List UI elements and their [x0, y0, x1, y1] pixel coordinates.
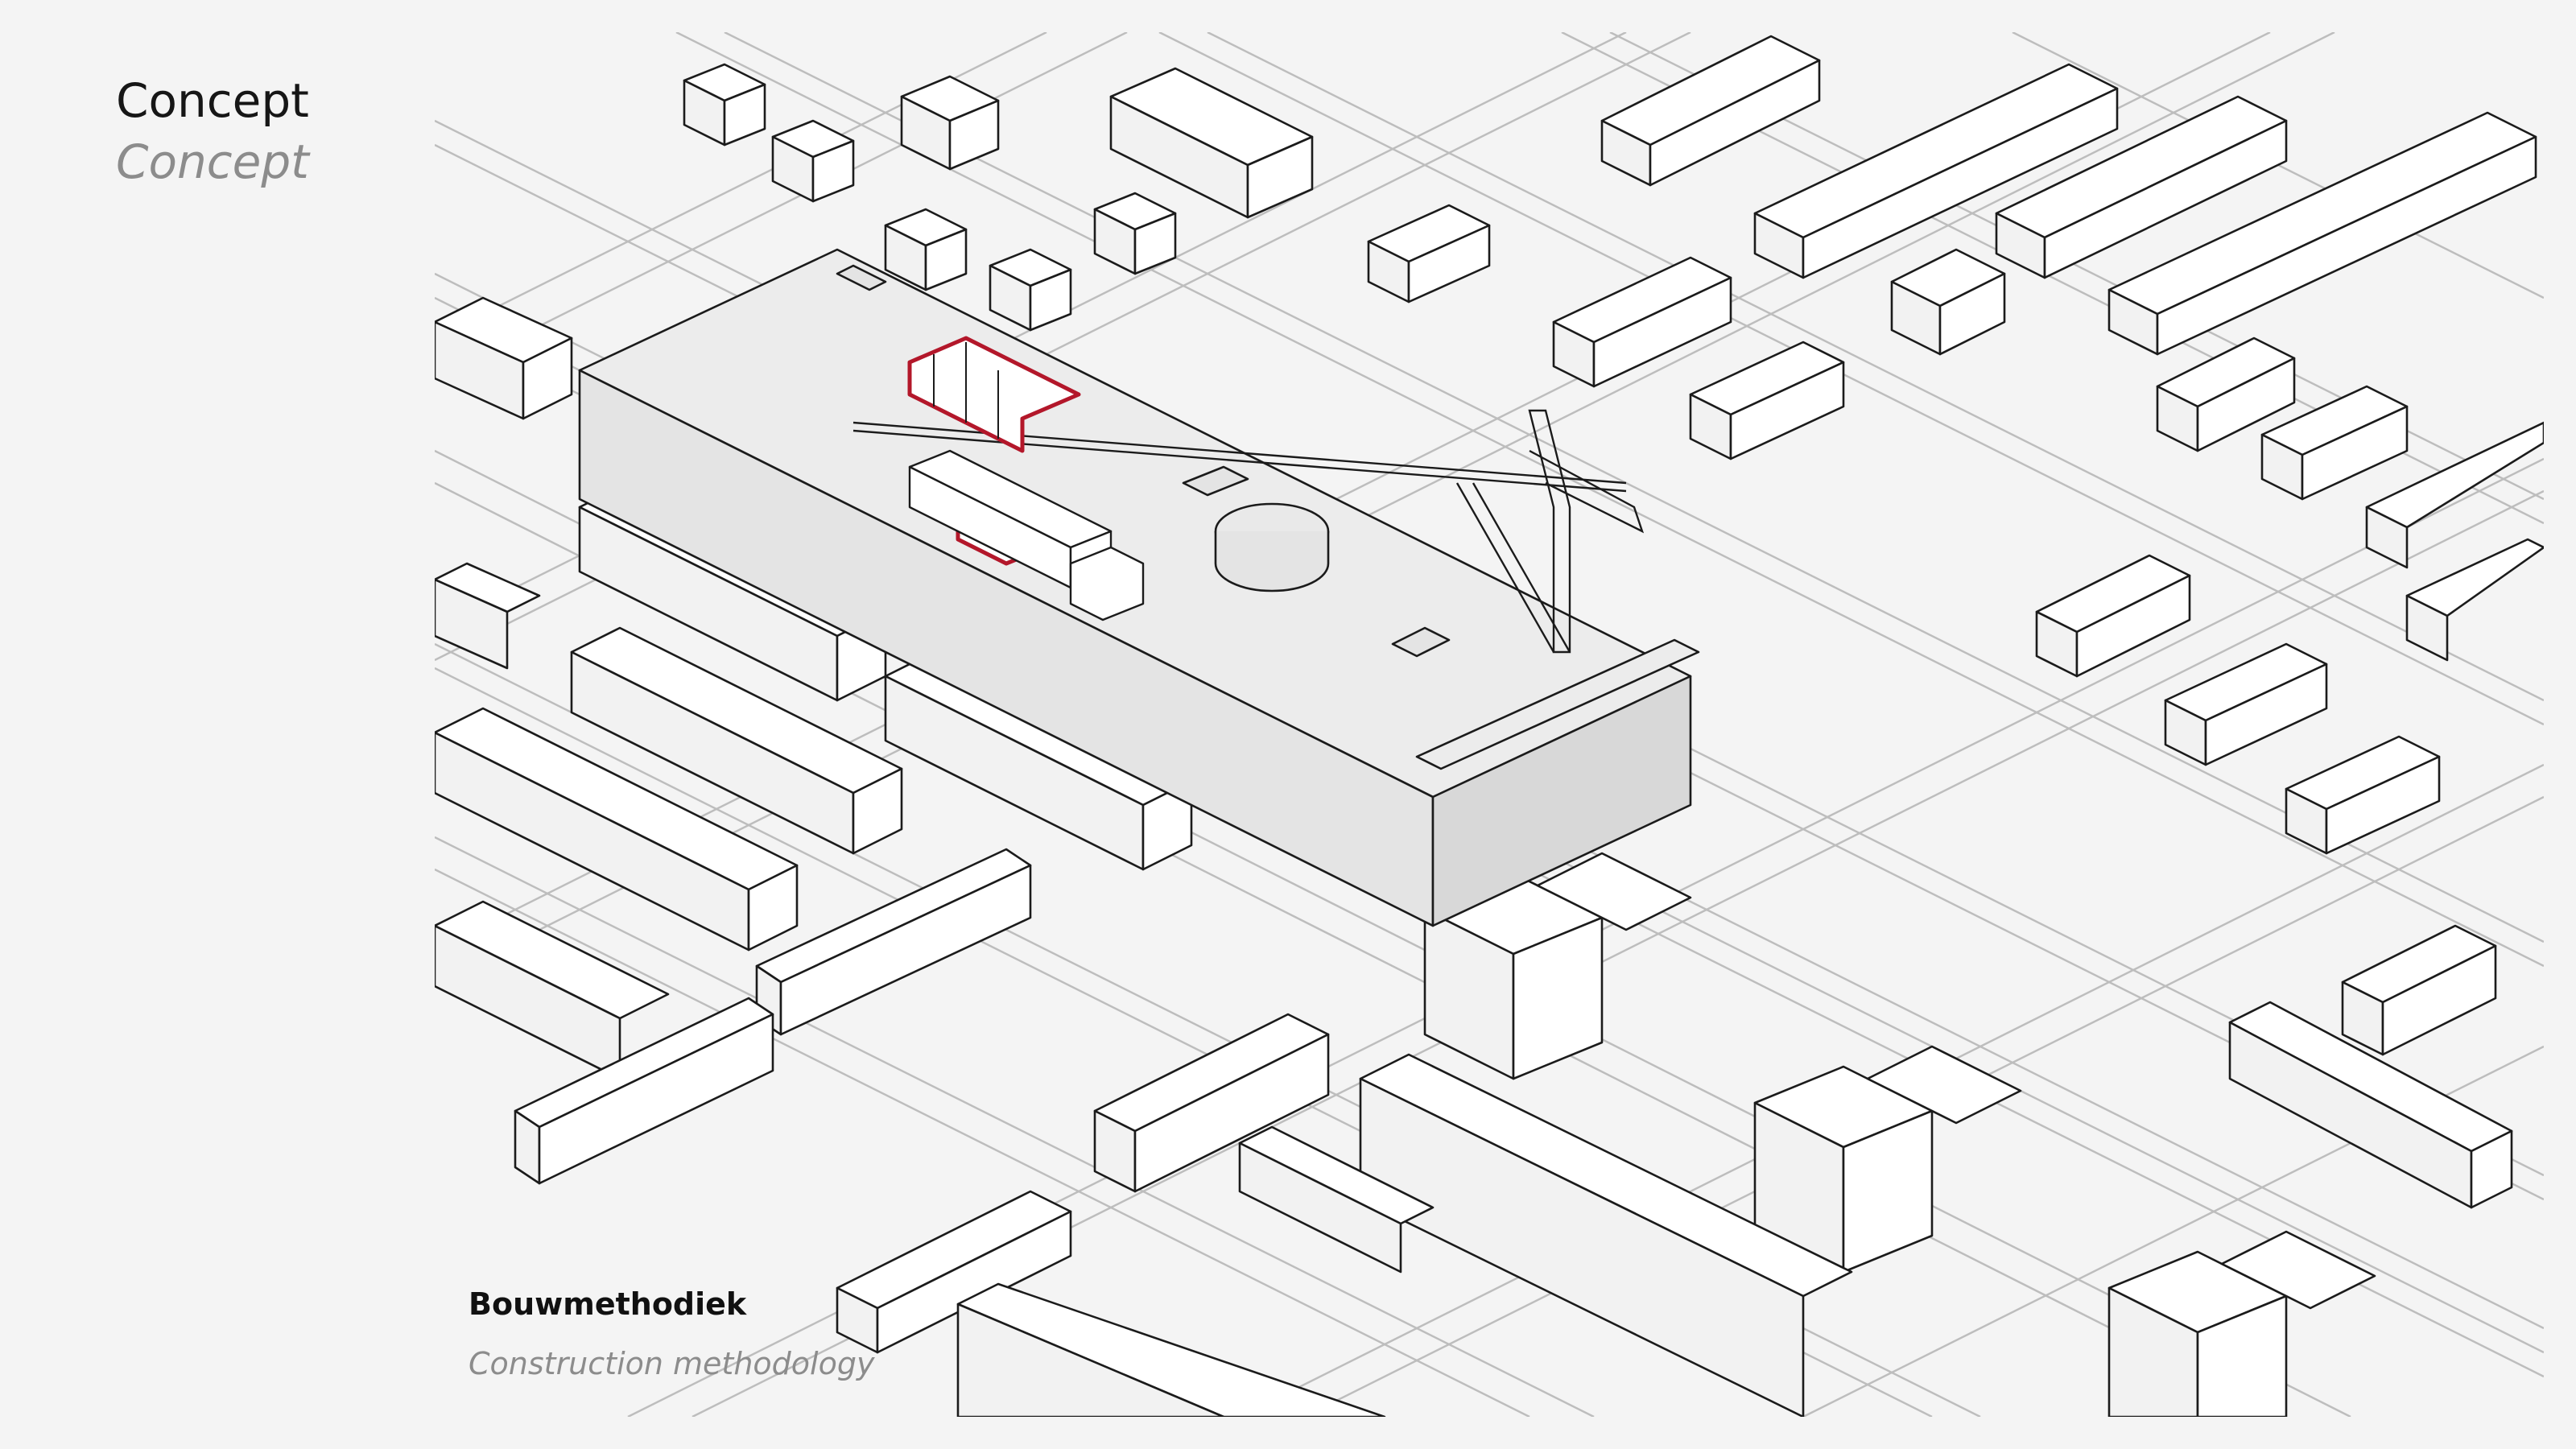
isometric-site-drawing: [435, 32, 2544, 1417]
page-subtitle: Concept: [116, 134, 309, 189]
caption-title: Bouwmethodiek: [469, 1286, 747, 1322]
context-buildings: [435, 35, 2544, 1417]
page-title: Concept: [116, 73, 309, 128]
project-building: [578, 248, 1700, 927]
delivery-truck: [908, 449, 1145, 621]
caption-subtitle: Construction methodology: [469, 1346, 875, 1381]
